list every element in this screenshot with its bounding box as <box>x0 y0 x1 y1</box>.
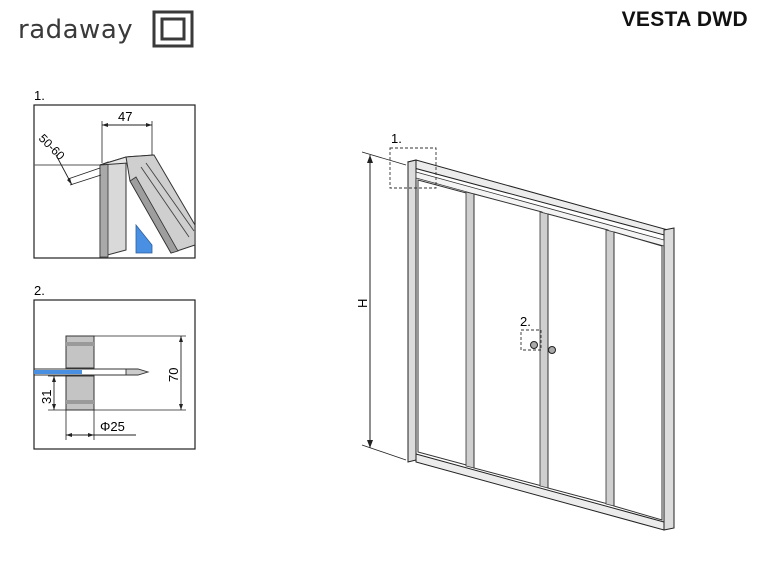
main-door-drawing: H 1. 2. <box>355 131 675 531</box>
door-panel-3 <box>547 213 609 505</box>
detail-1-label: 1. <box>34 88 45 103</box>
dimension-diameter-label: Φ25 <box>100 419 125 434</box>
brand-wordmark: radaway <box>18 15 133 45</box>
door-frame-bottom <box>415 453 665 531</box>
callout-label-1: 1. <box>391 131 402 146</box>
logo-square-outer <box>152 10 194 48</box>
door-handle-right <box>548 346 556 354</box>
callout-label-2: 2. <box>520 314 531 329</box>
detail-2-label: 2. <box>34 283 45 298</box>
callout-box-2 <box>520 329 542 351</box>
model-title: VESTA DWD <box>621 8 748 31</box>
door-panel-2 <box>473 193 543 487</box>
door-panel-1 <box>417 179 471 467</box>
callout-box-1 <box>389 147 437 189</box>
door-handle-left <box>530 341 538 349</box>
dimension-offset-label: 31 <box>39 390 54 404</box>
logo-square-inner <box>160 17 186 41</box>
dimension-height-label: 70 <box>166 368 181 382</box>
door-frame-left-post <box>407 159 417 463</box>
door-panel-4 <box>613 231 663 521</box>
dimension-width-label: 47 <box>118 109 132 124</box>
height-label: H <box>355 299 370 308</box>
handle-knob-bottom <box>65 375 95 411</box>
detail-2: 2. 70 31 Φ25 <box>33 283 196 450</box>
handle-knob-top <box>65 335 95 369</box>
detail-1-glass <box>135 223 153 254</box>
door-frame-right-post <box>663 227 675 531</box>
radaway-logo: radaway <box>18 10 194 48</box>
detail-1: 1. 47 50-60 <box>33 88 196 259</box>
